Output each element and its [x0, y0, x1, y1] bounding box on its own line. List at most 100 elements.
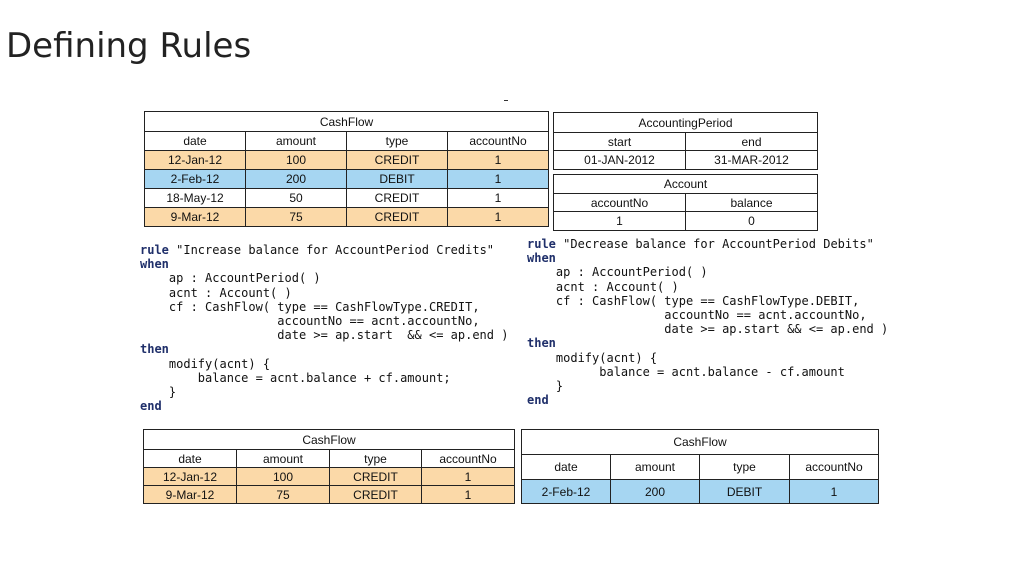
table-row: 2-Feb-12 200 DEBIT 1 — [144, 169, 550, 189]
table-cell: 31-MAR-2012 — [685, 150, 818, 170]
code-text: date >= ap.start && <= ap.end ) — [527, 322, 889, 337]
table-row: 1 0 — [553, 211, 819, 231]
table-row: 2-Feb-12 200 DEBIT 1 — [521, 479, 880, 504]
code-line: modify(acnt) { — [527, 351, 657, 365]
table-cell: 75 — [245, 207, 347, 227]
table-cell: 100 — [245, 150, 347, 170]
code-text: cf : CashFlow( type == CashFlowType.CRED… — [140, 299, 480, 314]
code-line: when — [527, 251, 556, 265]
table-cell: CREDIT — [346, 188, 448, 208]
table-cell: 1 — [553, 211, 686, 231]
column-header: date — [143, 449, 237, 468]
code-text: } — [527, 379, 564, 394]
table-cell: 2-Feb-12 — [144, 169, 246, 189]
column-header: amount — [245, 131, 347, 151]
table-caption: AccountingPeriod — [553, 112, 818, 133]
column-header: accountNo — [420, 449, 516, 468]
code-line: rule "Decrease balance for AccountPeriod… — [527, 237, 874, 251]
table-cell: 1 — [446, 169, 550, 189]
table-cell: 1 — [420, 467, 516, 486]
table-row: 9-Mar-12 75 CREDIT 1 — [143, 485, 516, 504]
code-keyword: rule — [527, 237, 556, 251]
table-cell: 1 — [446, 150, 550, 170]
table-cell: 1 — [446, 207, 550, 227]
code-line: cf : CashFlow( type == CashFlowType.DEBI… — [527, 294, 859, 308]
code-line: accountNo == acnt.accountNo, — [140, 314, 479, 328]
code-keyword: end — [140, 399, 162, 414]
code-line: then — [527, 336, 556, 350]
cashflow-debit-result-table: CashFlow date amount type accountNo 2-Fe… — [520, 429, 880, 504]
code-line: acnt : Account( ) — [527, 280, 679, 294]
code-line: cf : CashFlow( type == CashFlowType.CRED… — [140, 300, 480, 314]
table-row: 9-Mar-12 75 CREDIT 1 — [144, 207, 550, 227]
column-header: end — [685, 132, 818, 151]
accounting-period-table: AccountingPeriod start end 01-JAN-2012 3… — [553, 112, 818, 170]
code-text: cf : CashFlow( type == CashFlowType.DEBI… — [527, 293, 860, 308]
table-cell: CREDIT — [346, 207, 448, 227]
code-line: end — [527, 393, 549, 407]
table-cell: 0 — [684, 211, 819, 231]
code-text: ap : AccountPeriod( ) — [527, 265, 708, 280]
code-line: } — [140, 385, 176, 399]
code-line: modify(acnt) { — [140, 357, 270, 371]
code-text: acnt : Account( ) — [140, 285, 292, 300]
code-text: date >= ap.start && <= ap.end ) — [140, 328, 509, 343]
table-cell: 9-Mar-12 — [144, 207, 246, 227]
table-caption: CashFlow — [142, 429, 516, 450]
table-cell: 200 — [610, 479, 700, 504]
code-line: balance = acnt.balance - cf.amount — [527, 365, 845, 379]
table-cell: 200 — [245, 169, 347, 189]
code-line: then — [140, 342, 169, 356]
column-header: accountNo — [553, 193, 686, 212]
column-header: start — [553, 132, 686, 151]
code-text: acnt : Account( ) — [527, 279, 679, 294]
code-text: modify(acnt) { — [527, 350, 658, 365]
code-text: ap : AccountPeriod( ) — [140, 271, 321, 286]
column-header: type — [346, 131, 448, 151]
table-row: 12-Jan-12 100 CREDIT 1 — [144, 150, 550, 170]
table-cell: 50 — [245, 188, 347, 208]
column-header: balance — [684, 193, 819, 212]
stray-mark — [504, 100, 508, 101]
code-line: rule "Increase balance for AccountPeriod… — [140, 243, 494, 257]
table-caption: Account — [552, 174, 819, 194]
code-text: } — [140, 385, 177, 400]
code-line: balance = acnt.balance + cf.amount; — [140, 371, 451, 385]
cashflow-table-top: CashFlow date amount type accountNo 12-J… — [143, 111, 550, 227]
column-header: type — [699, 454, 790, 480]
code-keyword: rule — [140, 243, 169, 257]
table-cell: CREDIT — [346, 150, 448, 170]
code-text: "Decrease balance for AccountPeriod Debi… — [555, 237, 874, 251]
credit-rule-code: rule "Increase balance for AccountPeriod… — [140, 243, 508, 413]
table-cell: 12-Jan-12 — [143, 467, 237, 486]
table-cell: 1 — [788, 479, 880, 504]
table-row: 12-Jan-12 100 CREDIT 1 — [143, 467, 516, 486]
code-text: modify(acnt) { — [140, 356, 271, 371]
code-line: acnt : Account( ) — [140, 286, 292, 300]
table-cell: CREDIT — [329, 467, 422, 486]
code-keyword: end — [527, 393, 549, 408]
table-cell: 18-May-12 — [144, 188, 246, 208]
code-text: balance = acnt.balance + cf.amount; — [140, 370, 451, 385]
code-text: "Increase balance for AccountPeriod Cred… — [168, 243, 495, 257]
table-row: 18-May-12 50 CREDIT 1 — [144, 188, 550, 208]
table-caption: CashFlow — [143, 111, 550, 132]
table-cell: 75 — [236, 485, 330, 504]
table-cell: 1 — [420, 485, 516, 504]
code-line: ap : AccountPeriod( ) — [527, 265, 708, 279]
code-line: date >= ap.start && <= ap.end ) — [527, 322, 888, 336]
slide-title: Defining Rules — [6, 26, 252, 66]
table-cell: 9-Mar-12 — [143, 485, 237, 504]
column-header: type — [329, 449, 422, 468]
table-cell: DEBIT — [699, 479, 790, 504]
table-cell: DEBIT — [346, 169, 448, 189]
table-caption: CashFlow — [520, 429, 880, 455]
debit-rule-code: rule "Decrease balance for AccountPeriod… — [527, 237, 888, 407]
code-line: end — [140, 399, 162, 413]
table-cell: 01-JAN-2012 — [553, 150, 686, 170]
code-keyword: then — [527, 336, 556, 351]
table-cell: 1 — [446, 188, 550, 208]
code-keyword: when — [140, 257, 169, 272]
column-header: amount — [610, 454, 700, 480]
column-header: accountNo — [788, 454, 880, 480]
